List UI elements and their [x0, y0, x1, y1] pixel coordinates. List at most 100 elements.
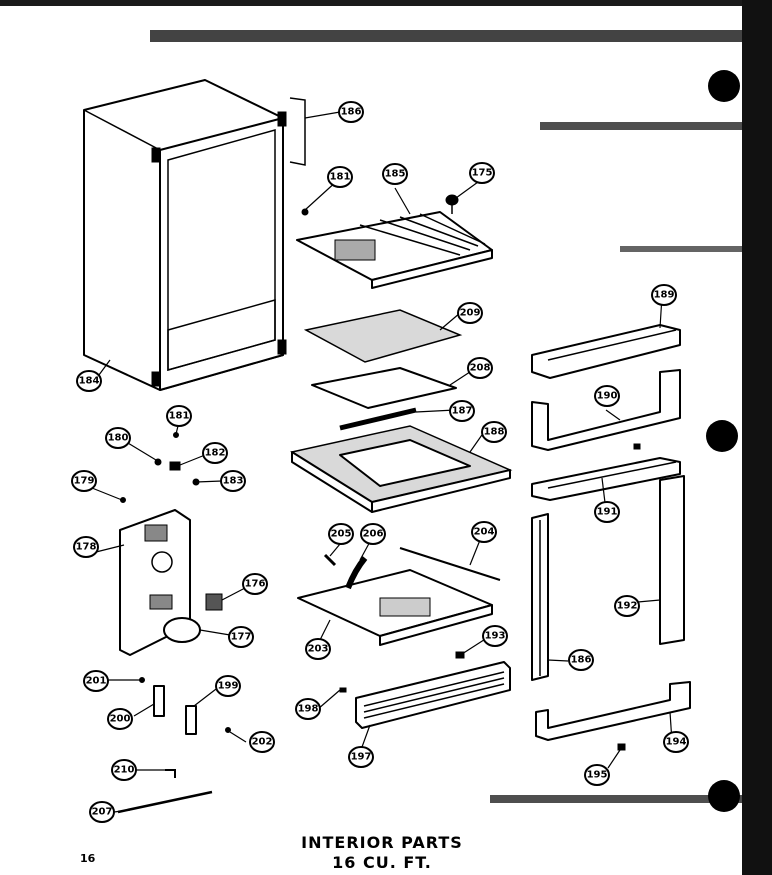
clip-210 — [165, 769, 176, 778]
callout-181-side: 181 — [166, 405, 192, 427]
page-number: 16 — [80, 852, 96, 865]
callout-210-text: 210 — [114, 765, 135, 776]
callout-181-top-text: 181 — [330, 172, 351, 183]
part-198 — [339, 687, 347, 693]
callout-201-text: 201 — [86, 676, 107, 687]
callout-199: 199 — [215, 675, 241, 697]
callout-194-text: 194 — [666, 737, 687, 748]
glass-shelf-208 — [311, 367, 457, 409]
callout-200-text: 200 — [110, 714, 131, 725]
callout-178: 178 — [73, 536, 99, 558]
callout-188-text: 188 — [484, 427, 505, 438]
knob-175 — [445, 194, 459, 214]
callout-192-text: 192 — [617, 601, 638, 612]
callout-191-text: 191 — [597, 507, 618, 518]
callout-203: 203 — [305, 638, 331, 660]
light-ring-177 — [163, 617, 201, 643]
callout-208: 208 — [467, 357, 493, 379]
callout-179: 179 — [71, 470, 97, 492]
callout-195-text: 195 — [587, 770, 608, 781]
callout-209-text: 209 — [460, 308, 481, 319]
callout-177-text: 177 — [231, 632, 252, 643]
callout-185: 185 — [382, 163, 408, 185]
callout-175-text: 175 — [472, 168, 493, 179]
callout-181-top: 181 — [327, 166, 353, 188]
screw-202 — [225, 727, 231, 733]
bracket-206 — [345, 556, 368, 590]
crisper-frame-188 — [290, 425, 513, 513]
callout-190-text: 190 — [597, 391, 618, 402]
callout-185-text: 185 — [385, 169, 406, 180]
callout-199-text: 199 — [218, 681, 239, 692]
callout-186-side: 186 — [568, 649, 594, 671]
callout-210: 210 — [111, 759, 137, 781]
callout-188: 188 — [481, 421, 507, 443]
callout-198: 198 — [295, 698, 321, 720]
rod-204 — [399, 547, 501, 581]
screw-181-top — [301, 208, 309, 216]
callout-209: 209 — [457, 302, 483, 324]
callout-197: 197 — [348, 746, 374, 768]
callout-203-text: 203 — [308, 644, 329, 655]
binder-hole-middle — [706, 420, 738, 452]
callout-202: 202 — [249, 731, 275, 753]
bracket-199 — [185, 705, 197, 735]
door-shelf-191 — [531, 443, 681, 501]
callout-201: 201 — [83, 670, 109, 692]
callout-198-text: 198 — [298, 704, 319, 715]
callout-207-text: 207 — [92, 807, 113, 818]
clip-195 — [617, 743, 626, 751]
callout-200: 200 — [107, 708, 133, 730]
callout-187: 187 — [449, 400, 475, 422]
callout-177: 177 — [228, 626, 254, 648]
callout-186-side-text: 186 — [571, 655, 592, 666]
binder-hole-bottom — [708, 780, 740, 812]
screw-201 — [139, 677, 145, 683]
callout-187-text: 187 — [452, 406, 473, 417]
rod-207 — [117, 790, 213, 814]
callout-186-top: 186 — [338, 101, 364, 123]
callout-204-text: 204 — [474, 527, 495, 538]
part-176 — [205, 593, 223, 611]
callout-194: 194 — [663, 731, 689, 753]
callout-191: 191 — [594, 501, 620, 523]
door-shelf-189 — [531, 324, 681, 379]
callout-202-text: 202 — [252, 737, 273, 748]
crisper-cover-203 — [297, 569, 493, 646]
binder-hole-top — [708, 70, 740, 102]
callout-195: 195 — [584, 764, 610, 786]
callout-205-text: 205 — [331, 529, 352, 540]
insulation-pad-209 — [303, 309, 463, 363]
rod-187 — [339, 407, 417, 431]
trim-186-top — [289, 97, 306, 166]
evaporator-cover-185 — [296, 211, 493, 289]
callout-189: 189 — [651, 284, 677, 306]
callout-180: 180 — [105, 427, 131, 449]
callout-193-text: 193 — [485, 631, 506, 642]
crisper-front-197 — [355, 661, 511, 729]
title-line-1: INTERIOR PARTS — [301, 833, 463, 852]
callout-182-hinge: 182 — [202, 442, 228, 464]
part-193 — [455, 651, 465, 659]
cabinet-liner-184 — [83, 79, 287, 391]
trim-186-side — [531, 513, 549, 681]
callout-184: 184 — [76, 370, 102, 392]
callout-184-text: 184 — [79, 376, 100, 387]
callout-206: 206 — [360, 523, 386, 545]
callout-206-text: 206 — [363, 529, 384, 540]
callout-182-hinge-text: 182 — [205, 448, 226, 459]
callout-208-text: 208 — [470, 363, 491, 374]
pin-205 — [323, 553, 337, 567]
callout-labels: 186 181 185 175 184 209 208 187 188 189 … — [71, 101, 689, 823]
callout-186-top-text: 186 — [341, 107, 362, 118]
callout-183-text: 183 — [223, 476, 244, 487]
callout-176-text: 176 — [245, 579, 266, 590]
callout-193: 193 — [482, 625, 508, 647]
callout-205: 205 — [328, 523, 354, 545]
callout-175: 175 — [469, 162, 495, 184]
callout-176: 176 — [242, 573, 268, 595]
callout-181-side-text: 181 — [169, 411, 190, 422]
callout-183: 183 — [220, 470, 246, 492]
